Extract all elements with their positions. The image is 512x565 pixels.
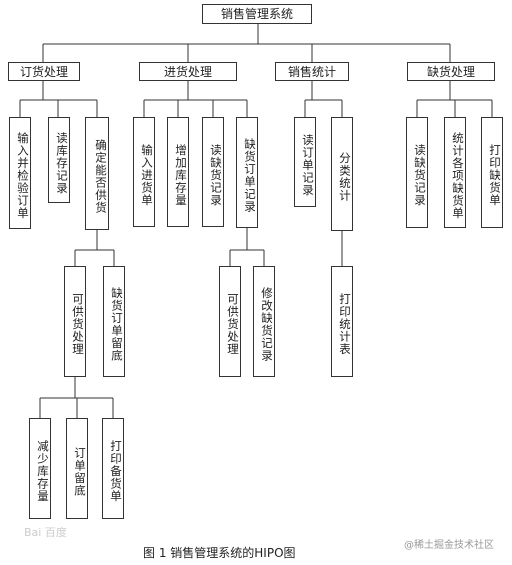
node-order-record: 订单留底 [66,418,88,519]
node-read-shortage-record-1: 读缺货记录 [202,117,224,227]
node-read-order-record: 读订单记录 [294,117,316,207]
node-increase-inventory: 增加库存量 [167,117,189,227]
node-print-statistics-table: 打印统计表 [331,266,353,377]
node-print-shortage-list: 打印缺货单 [481,117,503,228]
figure-caption: 图 1 销售管理系统的HIPO图 [143,546,296,560]
node-shortage-order-log: 缺货订单记录 [236,117,258,228]
node-input-check-order: 输入并检验订单 [9,117,31,229]
node-sales-statistics: 销售统计 [275,62,349,81]
watermark-baidu: Bai 百度 [24,526,67,539]
watermark-juejin: @稀土掘金技术社区 [404,540,494,551]
node-modify-shortage-record: 修改缺货记录 [253,266,275,377]
node-shortage-processing: 缺货处理 [407,62,495,81]
node-reduce-inventory: 减少库存量 [29,418,51,519]
node-available-supply-2: 可供货处理 [219,266,241,377]
node-determine-supply: 确定能否供货 [85,117,109,230]
node-shortage-order-record: 缺货订单留底 [103,266,125,377]
node-root: 销售管理系统 [202,4,312,24]
node-print-stock-list: 打印备货单 [102,418,124,519]
node-order-processing: 订货处理 [8,62,80,81]
node-stock-processing: 进货处理 [139,62,237,81]
node-available-supply-1: 可供货处理 [64,266,86,377]
node-classify-statistics: 分类统计 [331,117,353,231]
node-read-inventory-record: 读库存记录 [48,117,70,203]
node-count-shortage-orders: 统计各项缺货单 [444,117,466,228]
node-read-shortage-record-2: 读缺货记录 [406,117,428,228]
node-input-purchase-order: 输入进货单 [133,117,155,227]
